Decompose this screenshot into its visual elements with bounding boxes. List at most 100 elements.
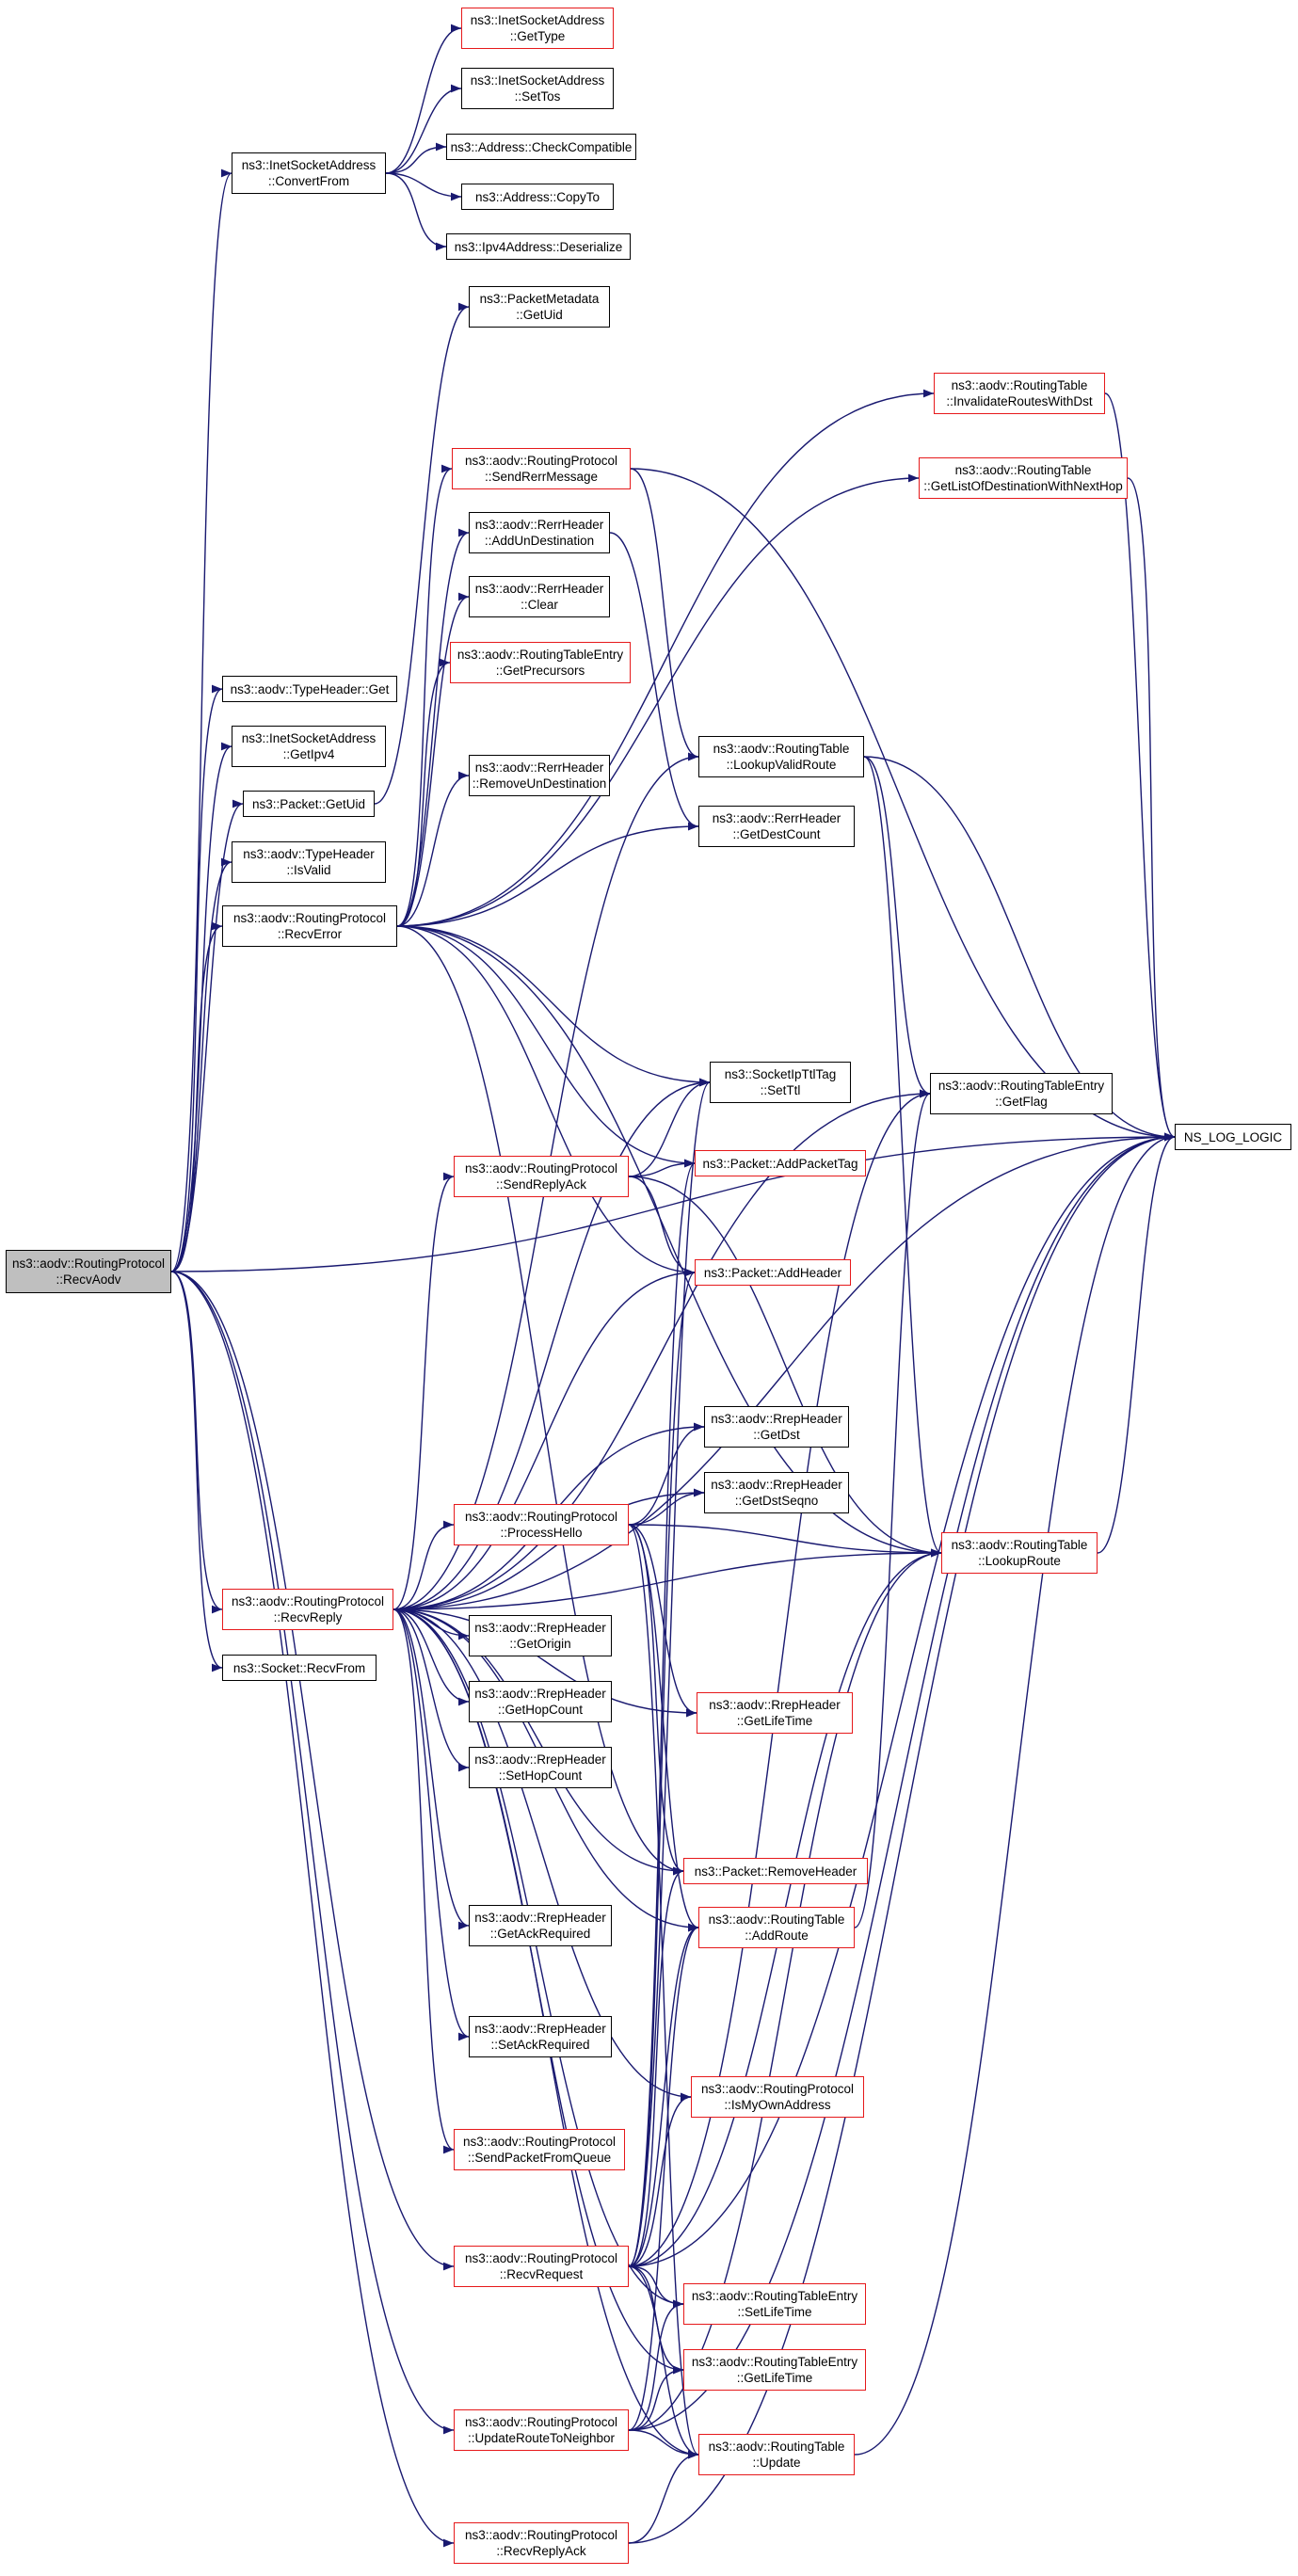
node-rt-addroute[interactable]: ns3::aodv::RoutingTable::AddRoute	[698, 1907, 855, 1948]
node-rerr-addun[interactable]: ns3::aodv::RerrHeader::AddUnDestination	[469, 512, 610, 553]
node-label-line: ::GetType	[509, 29, 566, 43]
node-rrep-getdst[interactable]: ns3::aodv::RrepHeader::GetDst	[704, 1406, 849, 1448]
node-rp-recvreply[interactable]: ns3::aodv::RoutingProtocol::RecvReply	[222, 1589, 393, 1630]
node-label-line: ns3::Packet::RemoveHeader	[694, 1864, 857, 1879]
edge-rp_recvreply-to-rp_ismyown	[393, 1608, 692, 2102]
node-rp-sendrerr[interactable]: ns3::aodv::RoutingProtocol::SendRerrMess…	[452, 448, 631, 489]
node-rte-setlifetime[interactable]: ns3::aodv::RoutingTableEntry::SetLifeTim…	[683, 2283, 866, 2325]
edge-rp_recvrequest-to-ns_log_logic	[628, 1132, 1176, 2267]
edge-rp_recvreply-to-rrep_setackreq	[393, 1608, 470, 2041]
node-label-line: ns3::aodv::RoutingProtocol	[464, 2528, 618, 2542]
node-pm-getuid[interactable]: ns3::PacketMetadata::GetUid	[469, 286, 610, 328]
node-label-line: ns3::Address::CheckCompatible	[450, 139, 633, 154]
edge-rp_recverror-to-pkt_addheader	[396, 925, 696, 1277]
edge-rt_lookupvalid-to-ns_log_logic	[863, 756, 1176, 1142]
node-label-line: ::GetAckRequired	[489, 1927, 591, 1941]
node-socket-recvfrom[interactable]: ns3::Socket::RecvFrom	[222, 1655, 377, 1681]
edge-rt_addroute-to-rte_getflag	[854, 1089, 931, 1928]
node-label-line: ::GetHopCount	[497, 1703, 584, 1717]
node-ns-log-logic[interactable]: NS_LOG_LOGIC	[1175, 1124, 1291, 1150]
edge-rp_recvrequest-to-pkt_removeheader	[628, 1866, 684, 2267]
edge-rp_recvrequest-to-rt_update	[628, 2265, 699, 2459]
node-rt-lookupvalid[interactable]: ns3::aodv::RoutingTable::LookupValidRout…	[698, 736, 864, 777]
node-pkt-getuid[interactable]: ns3::Packet::GetUid	[243, 791, 375, 817]
node-th-get[interactable]: ns3::aodv::TypeHeader::Get	[222, 676, 397, 702]
node-rt-invalidate[interactable]: ns3::aodv::RoutingTable::InvalidateRoute…	[934, 373, 1105, 414]
node-label-line: ::GetDstSeqno	[734, 1494, 819, 1508]
node-rp-updateroute[interactable]: ns3::aodv::RoutingProtocol::UpdateRouteT…	[454, 2409, 629, 2451]
node-rte-getlifetime[interactable]: ns3::aodv::RoutingTableEntry::GetLifeTim…	[683, 2349, 866, 2391]
edge-convertfrom-to-addr_checkcompat	[385, 142, 447, 174]
node-rte-getflag[interactable]: ns3::aodv::RoutingTableEntry::GetFlag	[930, 1073, 1113, 1114]
node-addr-checkcompat[interactable]: ns3::Address::CheckCompatible	[446, 134, 636, 160]
node-rp-recvreplyack[interactable]: ns3::aodv::RoutingProtocol::RecvReplyAck	[454, 2522, 629, 2564]
edge-rp_processhello-to-rrep_getlifetime	[628, 1524, 697, 1718]
node-isa-gettype[interactable]: ns3::InetSocketAddress::GetType	[461, 8, 614, 49]
edge-rt_invalidate-to-ns_log_logic	[1104, 392, 1176, 1142]
node-label-line: ns3::aodv::RrepHeader	[709, 1698, 841, 1712]
node-sockipttl-setttl[interactable]: ns3::SocketIpTtlTag::SetTtl	[710, 1062, 851, 1103]
node-label-line: ns3::aodv::RoutingTable	[951, 378, 1088, 392]
node-label-line: ::GetDestCount	[732, 827, 821, 841]
node-label-line: ::GetListOfDestinationWithNextHop	[923, 479, 1123, 493]
node-rerr-getdestcount[interactable]: ns3::aodv::RerrHeader::GetDestCount	[698, 806, 855, 847]
edge-rp_recvreply-to-ns_log_logic	[393, 1132, 1176, 1610]
node-label-line: ::RemoveUnDestination	[472, 776, 607, 791]
node-rt-getlist[interactable]: ns3::aodv::RoutingTable::GetListOfDestin…	[919, 457, 1128, 499]
node-label-line: ::RecvReplyAck	[496, 2544, 586, 2558]
edge-recvaodv-to-ns_log_logic	[170, 1132, 1176, 1272]
edge-recvaodv-to-rp_recvreply	[170, 1271, 223, 1614]
node-rrep-sethopcount[interactable]: ns3::aodv::RrepHeader::SetHopCount	[469, 1747, 612, 1788]
node-pkt-removeheader[interactable]: ns3::Packet::RemoveHeader	[683, 1858, 868, 1884]
edge-rp_processhello-to-rrep_getdstseqno	[628, 1488, 705, 1526]
node-rrep-getorigin[interactable]: ns3::aodv::RrepHeader::GetOrigin	[469, 1615, 612, 1656]
edge-rp_recvreply-to-rrep_sethopcount	[393, 1608, 470, 1772]
node-rp-processhello[interactable]: ns3::aodv::RoutingProtocol::ProcessHello	[454, 1504, 629, 1545]
node-rrep-getdstseqno[interactable]: ns3::aodv::RrepHeader::GetDstSeqno	[704, 1472, 849, 1513]
node-rp-recverror[interactable]: ns3::aodv::RoutingProtocol::RecvError	[222, 905, 397, 947]
node-addr-copyto[interactable]: ns3::Address::CopyTo	[461, 184, 614, 210]
edge-rp_updateroute-to-rt_update	[628, 2429, 699, 2459]
edge-rp_recverror-to-rte_getprec	[396, 658, 451, 927]
edge-rp_recvrequest-to-sockipttl_setttl	[628, 1078, 711, 2267]
node-label-line: ::IsMyOwnAddress	[724, 2098, 831, 2112]
node-label-line: ns3::aodv::RoutingTableEntry	[691, 2289, 858, 2303]
node-rp-recvrequest[interactable]: ns3::aodv::RoutingProtocol::RecvRequest	[454, 2246, 629, 2287]
node-pkt-addheader[interactable]: ns3::Packet::AddHeader	[695, 1259, 851, 1286]
node-recvaodv[interactable]: ns3::aodv::RoutingProtocol::RecvAodv	[6, 1250, 171, 1293]
edge-rp_updateroute-to-rte_setlifetime	[628, 2299, 684, 2431]
node-rte-getprec[interactable]: ns3::aodv::RoutingTableEntry::GetPrecurs…	[450, 642, 631, 683]
node-label-line: ns3::aodv::RoutingProtocol	[11, 1256, 166, 1271]
node-label-line: ::LookupValidRoute	[726, 758, 837, 772]
node-rerr-clear[interactable]: ns3::aodv::RerrHeader::Clear	[469, 576, 610, 617]
node-label-line: ns3::Packet::GetUid	[251, 796, 366, 811]
node-label-line: ns3::aodv::RrepHeader	[474, 1621, 606, 1635]
node-label-line: ::GetFlag	[995, 1095, 1048, 1109]
node-label-line: ::GetLifeTime	[736, 1714, 813, 1728]
edge-rp_recvrequest-to-rte_getflag	[628, 1089, 931, 2267]
node-rp-ismyown[interactable]: ns3::aodv::RoutingProtocol::IsMyOwnAddre…	[691, 2076, 864, 2118]
node-ipv4-deserialize[interactable]: ns3::Ipv4Address::Deserialize	[446, 233, 631, 260]
node-rt-update[interactable]: ns3::aodv::RoutingTable::Update	[698, 2434, 855, 2475]
node-rp-sendfromqueue[interactable]: ns3::aodv::RoutingProtocol::SendPacketFr…	[454, 2129, 625, 2170]
node-rt-lookuproute[interactable]: ns3::aodv::RoutingTable::LookupRoute	[941, 1532, 1098, 1574]
node-label-line: ns3::aodv::RoutingTableEntry	[457, 648, 624, 662]
node-label-line: ::SetAckRequired	[490, 2038, 590, 2052]
node-th-isvalid[interactable]: ns3::aodv::TypeHeader::IsValid	[232, 841, 386, 883]
edge-rp_recverror-to-rerr_getdestcount	[396, 822, 699, 927]
node-rerr-removeun[interactable]: ns3::aodv::RerrHeader::RemoveUnDestinati…	[469, 755, 610, 796]
node-rrep-setackreq[interactable]: ns3::aodv::RrepHeader::SetAckRequired	[469, 2016, 612, 2057]
node-rrep-getlifetime[interactable]: ns3::aodv::RrepHeader::GetLifeTime	[697, 1692, 853, 1734]
node-isa-getipv4[interactable]: ns3::InetSocketAddress::GetIpv4	[232, 726, 386, 767]
node-pkt-addpackettag[interactable]: ns3::Packet::AddPacketTag	[695, 1150, 866, 1176]
edge-rp_recvrequest-to-rp_ismyown	[628, 2092, 692, 2267]
node-rrep-gethopcount[interactable]: ns3::aodv::RrepHeader::GetHopCount	[469, 1681, 612, 1722]
node-rrep-getackreq[interactable]: ns3::aodv::RrepHeader::GetAckRequired	[469, 1905, 612, 1946]
node-label-line: ns3::Socket::RecvFrom	[232, 1660, 366, 1675]
node-label-line: ::InvalidateRoutesWithDst	[946, 394, 1093, 408]
node-convertfrom[interactable]: ns3::InetSocketAddress::ConvertFrom	[232, 152, 386, 194]
node-isa-settos[interactable]: ns3::InetSocketAddress::SetTos	[461, 68, 614, 109]
node-rp-sendreplyack[interactable]: ns3::aodv::RoutingProtocol::SendReplyAck	[454, 1156, 629, 1197]
edge-rp_updateroute-to-rt_addroute	[628, 1923, 699, 2431]
